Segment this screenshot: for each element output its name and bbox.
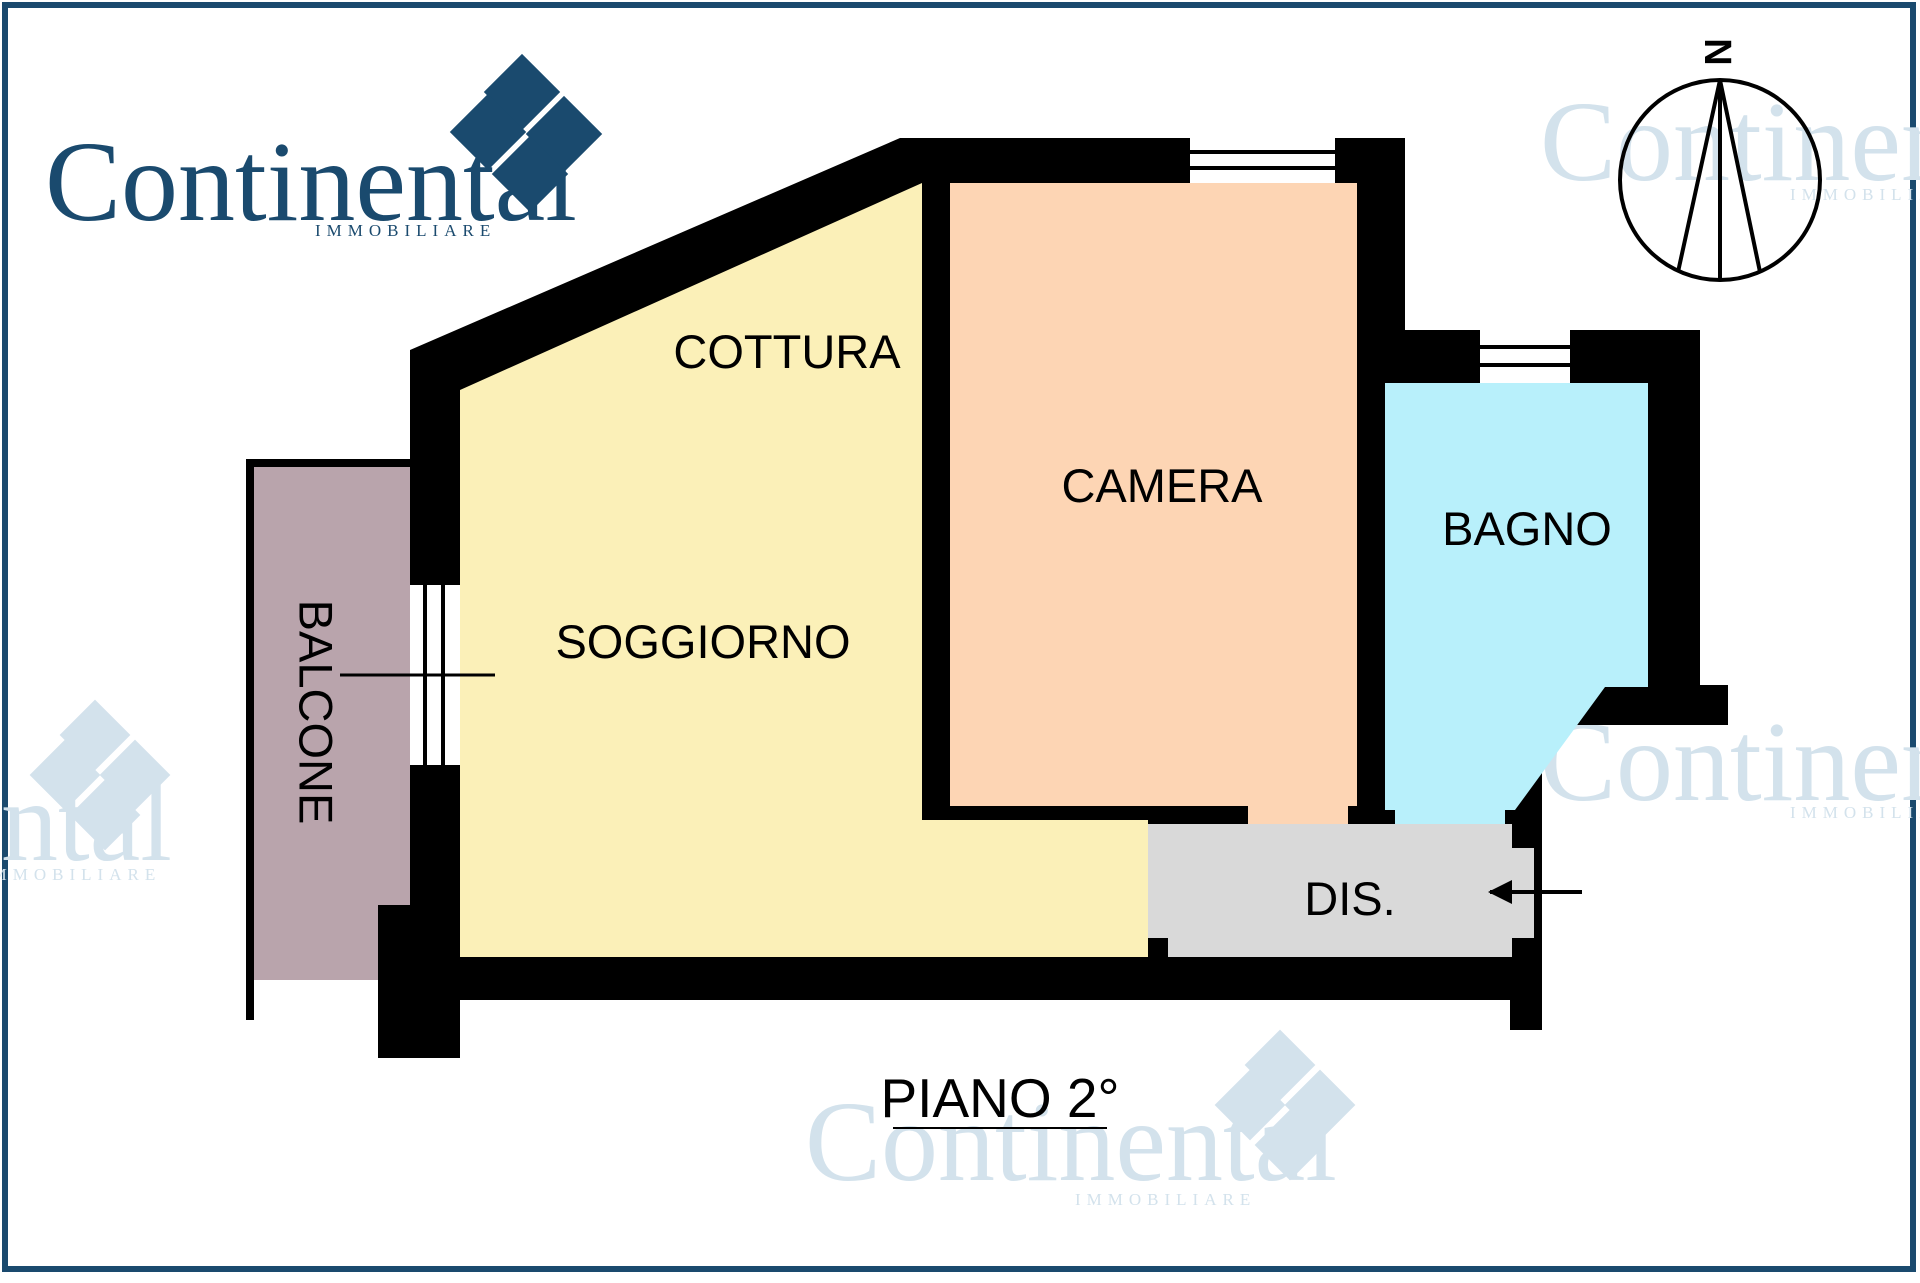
logo-subtitle: IMMOBILIARE bbox=[315, 221, 496, 240]
watermark-subtitle: IMMOBILIARE bbox=[0, 865, 161, 884]
brand-logo: Continental IMMOBILIARE bbox=[45, 53, 603, 245]
north-arrow-icon: N bbox=[1618, 38, 1822, 282]
bagno-window bbox=[1480, 330, 1570, 383]
north-letter: N bbox=[1696, 38, 1738, 65]
room-label-soggiorno: SOGGIORNO bbox=[555, 615, 850, 668]
room-label-cottura: COTTURA bbox=[673, 325, 901, 378]
watermark-subtitle: IMMOBILIARE bbox=[1790, 185, 1920, 204]
watermark-subtitle: IMMOBILIARE bbox=[1790, 803, 1920, 822]
floor-plan bbox=[246, 138, 1728, 1058]
bagno-door bbox=[1395, 800, 1505, 824]
watermark-left: Continental IMMOBILIARE bbox=[0, 699, 172, 885]
balcone-railing bbox=[246, 459, 410, 1020]
balcone-area bbox=[250, 463, 410, 980]
camera-window bbox=[1190, 138, 1335, 183]
watermark-text: Continental bbox=[1540, 78, 1920, 205]
bagno-area bbox=[1385, 383, 1648, 810]
arrow-left-icon bbox=[1488, 880, 1582, 904]
room-label-disimpegno: DIS. bbox=[1304, 872, 1395, 925]
balcone-door-window bbox=[340, 585, 495, 765]
room-label-camera: CAMERA bbox=[1061, 459, 1263, 512]
camera-area bbox=[950, 183, 1357, 806]
camera-door bbox=[1248, 800, 1348, 824]
soggiorno-area bbox=[460, 183, 1148, 957]
watermark-subtitle: IMMOBILIARE bbox=[1075, 1190, 1256, 1209]
watermark-bottom: Continental IMMOBILIARE bbox=[805, 1029, 1356, 1209]
floor-label: PIANO 2° bbox=[880, 1067, 1119, 1129]
watermark-top-right: Continental IMMOBILIARE bbox=[1540, 78, 1920, 205]
room-label-bagno: BAGNO bbox=[1442, 502, 1612, 555]
disimpegno-area bbox=[1148, 824, 1534, 957]
building-blocks-icon bbox=[1214, 1029, 1356, 1181]
room-label-balcone: BALCONE bbox=[290, 600, 343, 825]
